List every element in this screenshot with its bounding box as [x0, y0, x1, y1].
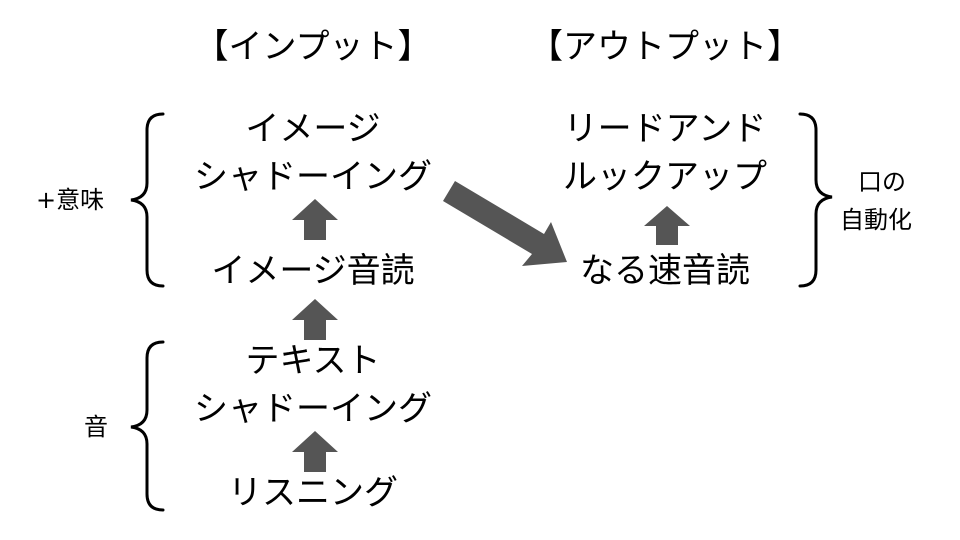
- mouth-automation-line2: 自動化: [840, 206, 912, 234]
- text-shadowing-line2: シャドーイング: [194, 389, 432, 429]
- read-look-up-line2: ルックアップ: [563, 157, 767, 197]
- input-header: 【インプット】: [194, 27, 432, 67]
- image-shadowing-line2: シャドーイング: [194, 157, 432, 197]
- meaning-label: +意味: [36, 186, 105, 214]
- text-shadowing-line1: テキスト: [245, 341, 381, 381]
- meaning-brace: [130, 112, 165, 288]
- output-header: 【アウトプット】: [529, 27, 801, 67]
- listening: リスニング: [228, 473, 398, 513]
- up-arrow-icon: [292, 299, 338, 340]
- sound-label: 音: [84, 413, 108, 441]
- up-arrow-icon: [292, 431, 338, 472]
- up-arrow-icon: [292, 199, 338, 240]
- sound-brace: [130, 340, 165, 512]
- read-look-up-line1: リードアンド: [563, 109, 767, 149]
- mouth-automation-brace: [798, 112, 833, 288]
- image-shadowing-line1: イメージ: [245, 109, 381, 149]
- fast-ondoku: なる速音読: [580, 251, 750, 291]
- mouth-automation-line1: 口の: [858, 168, 906, 196]
- up-arrow-icon: [644, 206, 690, 245]
- image-ondoku: イメージ音読: [211, 251, 415, 291]
- diagonal-arrow-icon: [443, 181, 567, 266]
